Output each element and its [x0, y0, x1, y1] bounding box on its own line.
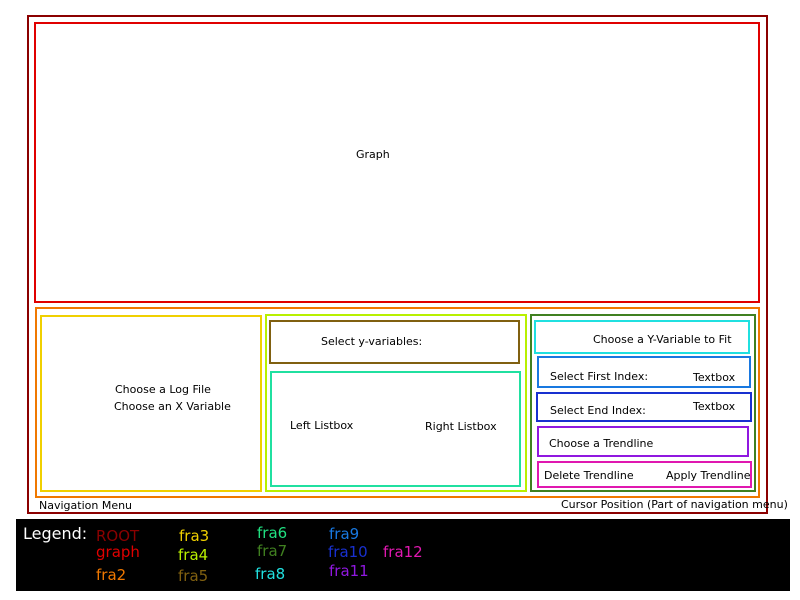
fra9-frame: [537, 356, 751, 388]
legend-fra12: fra12: [383, 543, 423, 561]
graph-frame[interactable]: [34, 22, 760, 303]
end-index-textbox[interactable]: Textbox: [693, 400, 736, 413]
graph-label: Graph: [356, 148, 390, 161]
legend-fra11: fra11: [329, 562, 369, 580]
legend-graph: graph: [96, 543, 140, 561]
fra11-frame[interactable]: [537, 426, 749, 457]
fra2-frame: [35, 307, 760, 498]
legend-fra9: fra9: [329, 525, 360, 543]
fra8-frame[interactable]: [534, 320, 750, 354]
y-variable-fit-label: Choose a Y-Variable to Fit: [593, 333, 732, 346]
end-index-label: Select End Index:: [550, 404, 646, 417]
apply-trendline-button[interactable]: Apply Trendline: [666, 469, 751, 482]
choose-x-variable[interactable]: Choose an X Variable: [114, 400, 231, 413]
navigation-menu-label[interactable]: Navigation Menu: [39, 499, 133, 512]
legend-fra2: fra2: [96, 566, 127, 584]
legend-root: ROOT: [96, 527, 140, 545]
legend-fra4: fra4: [178, 546, 209, 564]
right-listbox[interactable]: Right Listbox: [425, 420, 497, 433]
delete-trendline-button[interactable]: Delete Trendline: [544, 469, 634, 482]
fra3-frame: [40, 315, 262, 492]
fra7-frame: [530, 314, 756, 492]
cursor-position-label: Cursor Position (Part of navigation menu…: [561, 498, 788, 511]
root-frame: [27, 15, 768, 514]
choose-trendline-label: Choose a Trendline: [549, 437, 654, 450]
left-listbox[interactable]: Left Listbox: [290, 419, 354, 432]
fra10-frame: [536, 392, 752, 422]
first-index-textbox[interactable]: Textbox: [693, 371, 736, 384]
fra12-frame: [537, 461, 752, 488]
legend-fra3: fra3: [179, 527, 210, 545]
legend-title: Legend:: [23, 524, 88, 543]
select-y-variables-label: Select y-variables:: [321, 335, 423, 348]
fra5-frame: [269, 320, 520, 364]
choose-log-file[interactable]: Choose a Log File: [115, 383, 211, 396]
legend-fra6: fra6: [257, 524, 288, 542]
legend-fra5: fra5: [178, 567, 209, 585]
fra6-frame: [270, 371, 521, 487]
legend-fra10: fra10: [328, 543, 368, 561]
legend-fra8: fra8: [255, 565, 286, 583]
fra4-frame: [265, 314, 527, 492]
legend-panel: Legend: ROOT graph fra2 fra3 fra4 fra5 f…: [16, 519, 790, 591]
first-index-label: Select First Index:: [550, 370, 649, 383]
legend-fra7: fra7: [257, 542, 288, 560]
